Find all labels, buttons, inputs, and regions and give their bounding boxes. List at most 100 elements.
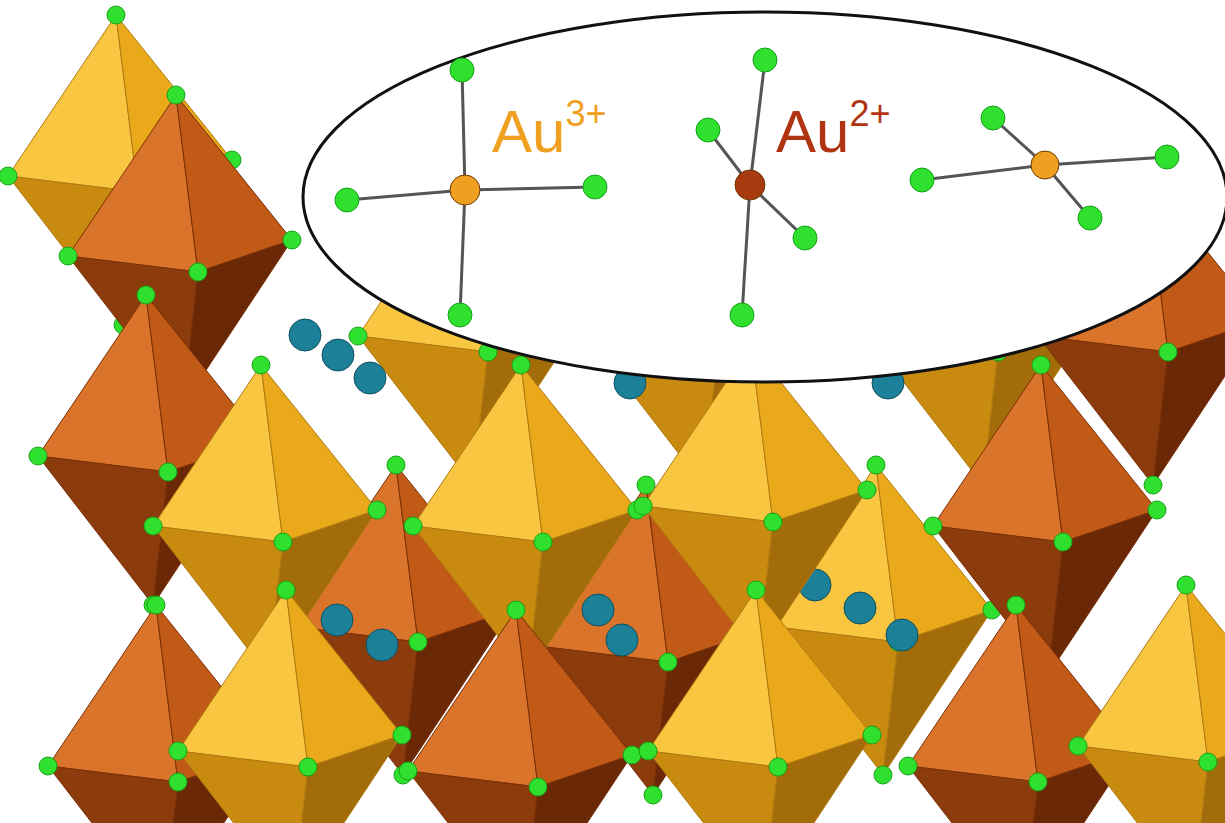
octahedron-face xyxy=(648,590,778,767)
fluoride-atom xyxy=(159,463,177,481)
fluoride-atom xyxy=(137,286,155,304)
cesium-atom xyxy=(366,629,398,661)
octahedron-face xyxy=(908,605,1038,782)
bond-line xyxy=(460,190,465,315)
fluoride-atom xyxy=(277,581,295,599)
fluoride-atom xyxy=(1148,501,1166,519)
charge-superscript: 3+ xyxy=(565,93,606,134)
octahedron-face xyxy=(1193,730,1225,823)
fluoride-atom xyxy=(147,596,165,614)
fluoride-atom xyxy=(512,356,530,374)
fluoride-atom xyxy=(981,106,1005,130)
octahedron-face xyxy=(178,590,308,767)
bond-line xyxy=(465,187,595,190)
fluoride-atom xyxy=(404,517,422,535)
octahedron-face xyxy=(1078,746,1208,823)
fluoride-atom xyxy=(753,48,777,72)
fluoride-atom xyxy=(399,762,417,780)
bond-line xyxy=(347,190,465,200)
cesium-atom xyxy=(606,624,638,656)
octahedron-face xyxy=(178,751,308,823)
fluoride-atom xyxy=(1029,773,1047,791)
octahedron-face xyxy=(523,755,632,823)
bond-line xyxy=(750,60,765,185)
fluoride-atom xyxy=(252,356,270,374)
cesium-atom xyxy=(354,362,386,394)
fluoride-atom xyxy=(747,581,765,599)
au3-octahedron xyxy=(178,590,402,823)
octahedron-face xyxy=(48,766,178,823)
octahedron-face xyxy=(68,95,198,272)
cesium-atom xyxy=(886,619,918,651)
fluoride-atom xyxy=(1199,753,1217,771)
fluoride-atom xyxy=(858,481,876,499)
element-symbol: Au xyxy=(492,98,565,165)
fluoride-atom xyxy=(534,533,552,551)
fluoride-atom xyxy=(169,742,187,760)
gold-atom xyxy=(735,170,765,200)
fluoride-atom xyxy=(769,758,787,776)
fluoride-atom xyxy=(1159,343,1177,361)
fluoride-atom xyxy=(793,226,817,250)
fluoride-atom xyxy=(924,517,942,535)
fluoride-atom xyxy=(1007,596,1025,614)
fluoride-atom xyxy=(696,118,720,142)
oxidation-label: Au2+ xyxy=(776,96,890,162)
fluoride-atom xyxy=(1078,206,1102,230)
octahedron-face xyxy=(153,365,283,542)
gold-atom xyxy=(450,175,480,205)
fluoride-atom xyxy=(299,758,317,776)
fluoride-atom xyxy=(393,726,411,744)
bond-line xyxy=(1045,157,1167,165)
cesium-atom xyxy=(289,319,321,351)
octahedron-face xyxy=(1153,320,1225,485)
octahedron-face xyxy=(293,735,402,823)
au2-octahedron xyxy=(908,605,1132,823)
octahedron-face xyxy=(763,735,872,823)
oxidation-label: Au3+ xyxy=(492,96,606,162)
fluoride-atom xyxy=(274,533,292,551)
fluoride-atom xyxy=(0,167,17,185)
fluoride-atom xyxy=(764,513,782,531)
fluoride-atom xyxy=(283,231,301,249)
fluoride-atom xyxy=(189,263,207,281)
fluoride-atom xyxy=(1144,476,1162,494)
element-symbol: Au xyxy=(776,98,849,165)
fluoride-atom xyxy=(169,773,187,791)
fluoride-atom xyxy=(639,742,657,760)
fluoride-atom xyxy=(583,175,607,199)
fluoride-atom xyxy=(39,757,57,775)
fluoride-atom xyxy=(368,501,386,519)
octahedron-face xyxy=(908,766,1038,823)
octahedron-face xyxy=(408,771,538,823)
octahedron-face xyxy=(1078,585,1208,762)
octahedron-face xyxy=(648,751,778,823)
cesium-atom xyxy=(582,594,614,626)
fluoride-atom xyxy=(659,653,677,671)
fluoride-atom xyxy=(1155,145,1179,169)
fluoride-atom xyxy=(874,766,892,784)
charge-superscript: 2+ xyxy=(849,93,890,134)
fluoride-atom xyxy=(387,456,405,474)
fluoride-atom xyxy=(644,786,662,804)
fluoride-atom xyxy=(450,58,474,82)
bond-line xyxy=(742,185,750,315)
au3-octahedron xyxy=(1078,585,1225,823)
gold-atom xyxy=(1031,151,1059,179)
au2-octahedron xyxy=(408,610,632,823)
au3-octahedron xyxy=(648,590,872,823)
octahedron-face xyxy=(8,15,138,192)
fluoride-atom xyxy=(349,327,367,345)
fluoride-atom xyxy=(634,497,652,515)
fluoride-atom xyxy=(1054,533,1072,551)
octahedron-face xyxy=(408,610,538,787)
fluoride-atom xyxy=(29,447,47,465)
fluoride-atom xyxy=(867,456,885,474)
cesium-atom xyxy=(844,592,876,624)
fluoride-atom xyxy=(1177,576,1195,594)
fluoride-atom xyxy=(1032,356,1050,374)
octahedron-face xyxy=(933,365,1063,542)
fluoride-atom xyxy=(335,188,359,212)
fluoride-atom xyxy=(107,6,125,24)
